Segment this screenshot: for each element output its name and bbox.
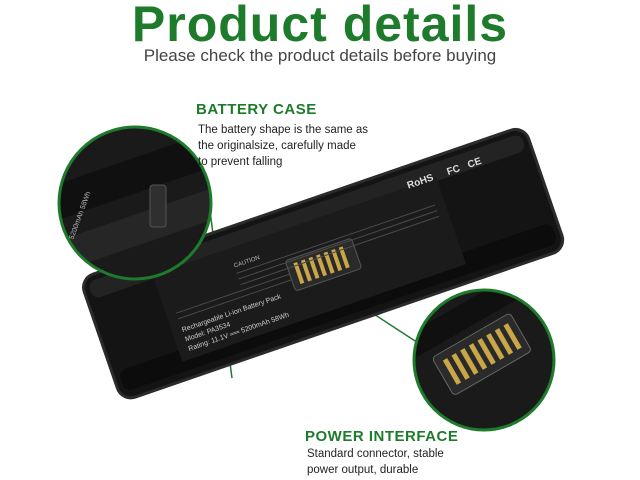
battery-top-ridge (89, 135, 525, 298)
battery-case-line: to prevent falling (198, 156, 283, 168)
zoom-connector (432, 313, 531, 395)
power-interface-line: power output, durable (307, 464, 419, 476)
battery-case-description: The battery shape is the same as the ori… (198, 122, 398, 170)
zoom-case-ring (57, 125, 213, 281)
connector-pins (293, 246, 350, 285)
case-latch (149, 184, 167, 228)
page-subtitle: Please check the product details before … (143, 46, 497, 65)
battery-case-line: The battery shape is the same as (198, 124, 369, 136)
ce-mark: CE (466, 156, 483, 171)
power-interface-title: POWER INTERFACE (305, 428, 459, 445)
battery-case-title: BATTERY CASE (196, 101, 317, 118)
battery-pack: Rechargeable Li-ion Battery Pack Model: … (82, 127, 565, 400)
label-fine-print (176, 204, 440, 320)
fc-mark: FC (445, 163, 461, 178)
zoom-connector-pins (442, 323, 522, 385)
page-title: Product details (131, 0, 509, 52)
power-interface-description: Standard connector, stable power output,… (307, 446, 507, 478)
battery-case-line: the originalsize, carefully made (198, 140, 356, 152)
zoom-circle-case: 5200mAh 58Wh (57, 125, 213, 281)
power-interface-line: Standard connector, stable (307, 448, 444, 460)
zoom-interface-ring (412, 288, 556, 432)
